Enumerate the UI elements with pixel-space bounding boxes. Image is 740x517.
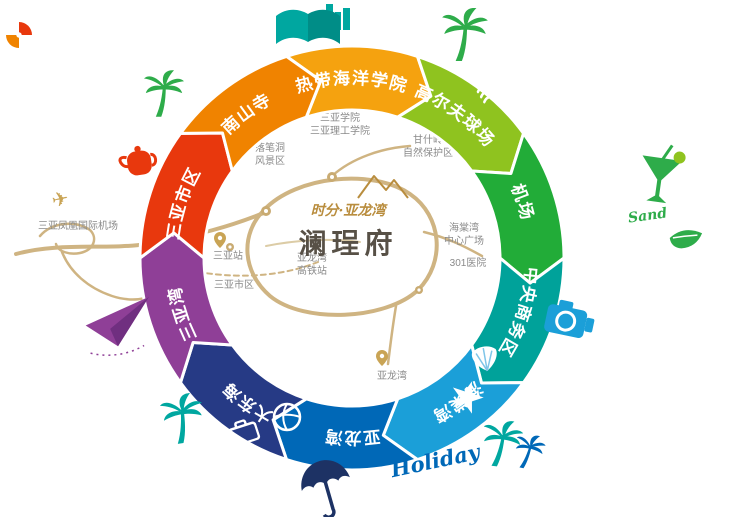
cocktail-icon (642, 144, 686, 204)
map-pin-icon (376, 350, 388, 366)
palm-tree-icon (144, 70, 184, 118)
suitcase-icon (227, 419, 261, 448)
map-label-haitang-plaza: 海棠湾 中心广场 (444, 223, 484, 247)
map-label-hospital-301: 301医院 (449, 258, 487, 269)
road-north (330, 144, 412, 178)
leaf-icon (669, 230, 703, 249)
ring-segment-nanshan-temple (179, 54, 323, 173)
open-book-icon (276, 4, 350, 45)
palm-tree-icon (159, 391, 208, 446)
mountains-sketch (357, 175, 409, 199)
ring-label-yalong-bay: 亚龙湾 (322, 427, 379, 449)
map-label-sanya-station: 三亚站 (213, 251, 243, 262)
map-label-phoenix-airport: 三亚凤凰国际机场 (38, 221, 118, 232)
road-inner (265, 238, 361, 247)
wave-icon (476, 74, 511, 104)
teapot-icon (118, 145, 158, 176)
road-junction-nodes (226, 172, 423, 294)
map-label-luobidong: 落笔洞 风景区 (255, 143, 285, 167)
paper-plane-icon (85, 296, 149, 356)
map-label-yalong-rail: 亚龙湾 高铁站 (297, 253, 327, 277)
project-logo: 时分·亚龙湾 澜珵府 (268, 200, 428, 262)
road-east (422, 230, 484, 258)
map-label-yalong-bay: 亚龙湾 (377, 371, 407, 382)
shell-icon (471, 346, 497, 372)
map-label-ganshiling: 甘什岭 自然保护区 (403, 135, 453, 159)
map-label-college: 三亚学院 三亚理工学院 (310, 113, 370, 137)
logo-tagline: 时分·亚龙湾 (310, 203, 386, 219)
rail-line (197, 261, 319, 277)
svg-text:亚龙湾: 亚龙湾 (322, 427, 381, 449)
map-label-sanya-downtown: 三亚市区 (214, 280, 254, 291)
ring-segments-group (138, 44, 566, 472)
road-airport-loop (38, 222, 96, 255)
road-southeast (386, 304, 398, 366)
beach-umbrella-icon (301, 460, 350, 517)
camera-icon (544, 299, 595, 339)
palm-tree-icon (442, 8, 488, 62)
map-pin-icon (214, 232, 226, 248)
logo-name: 澜珵府 (298, 228, 398, 259)
pinwheel-icon (6, 22, 32, 48)
beach-ball-icon (272, 402, 302, 432)
